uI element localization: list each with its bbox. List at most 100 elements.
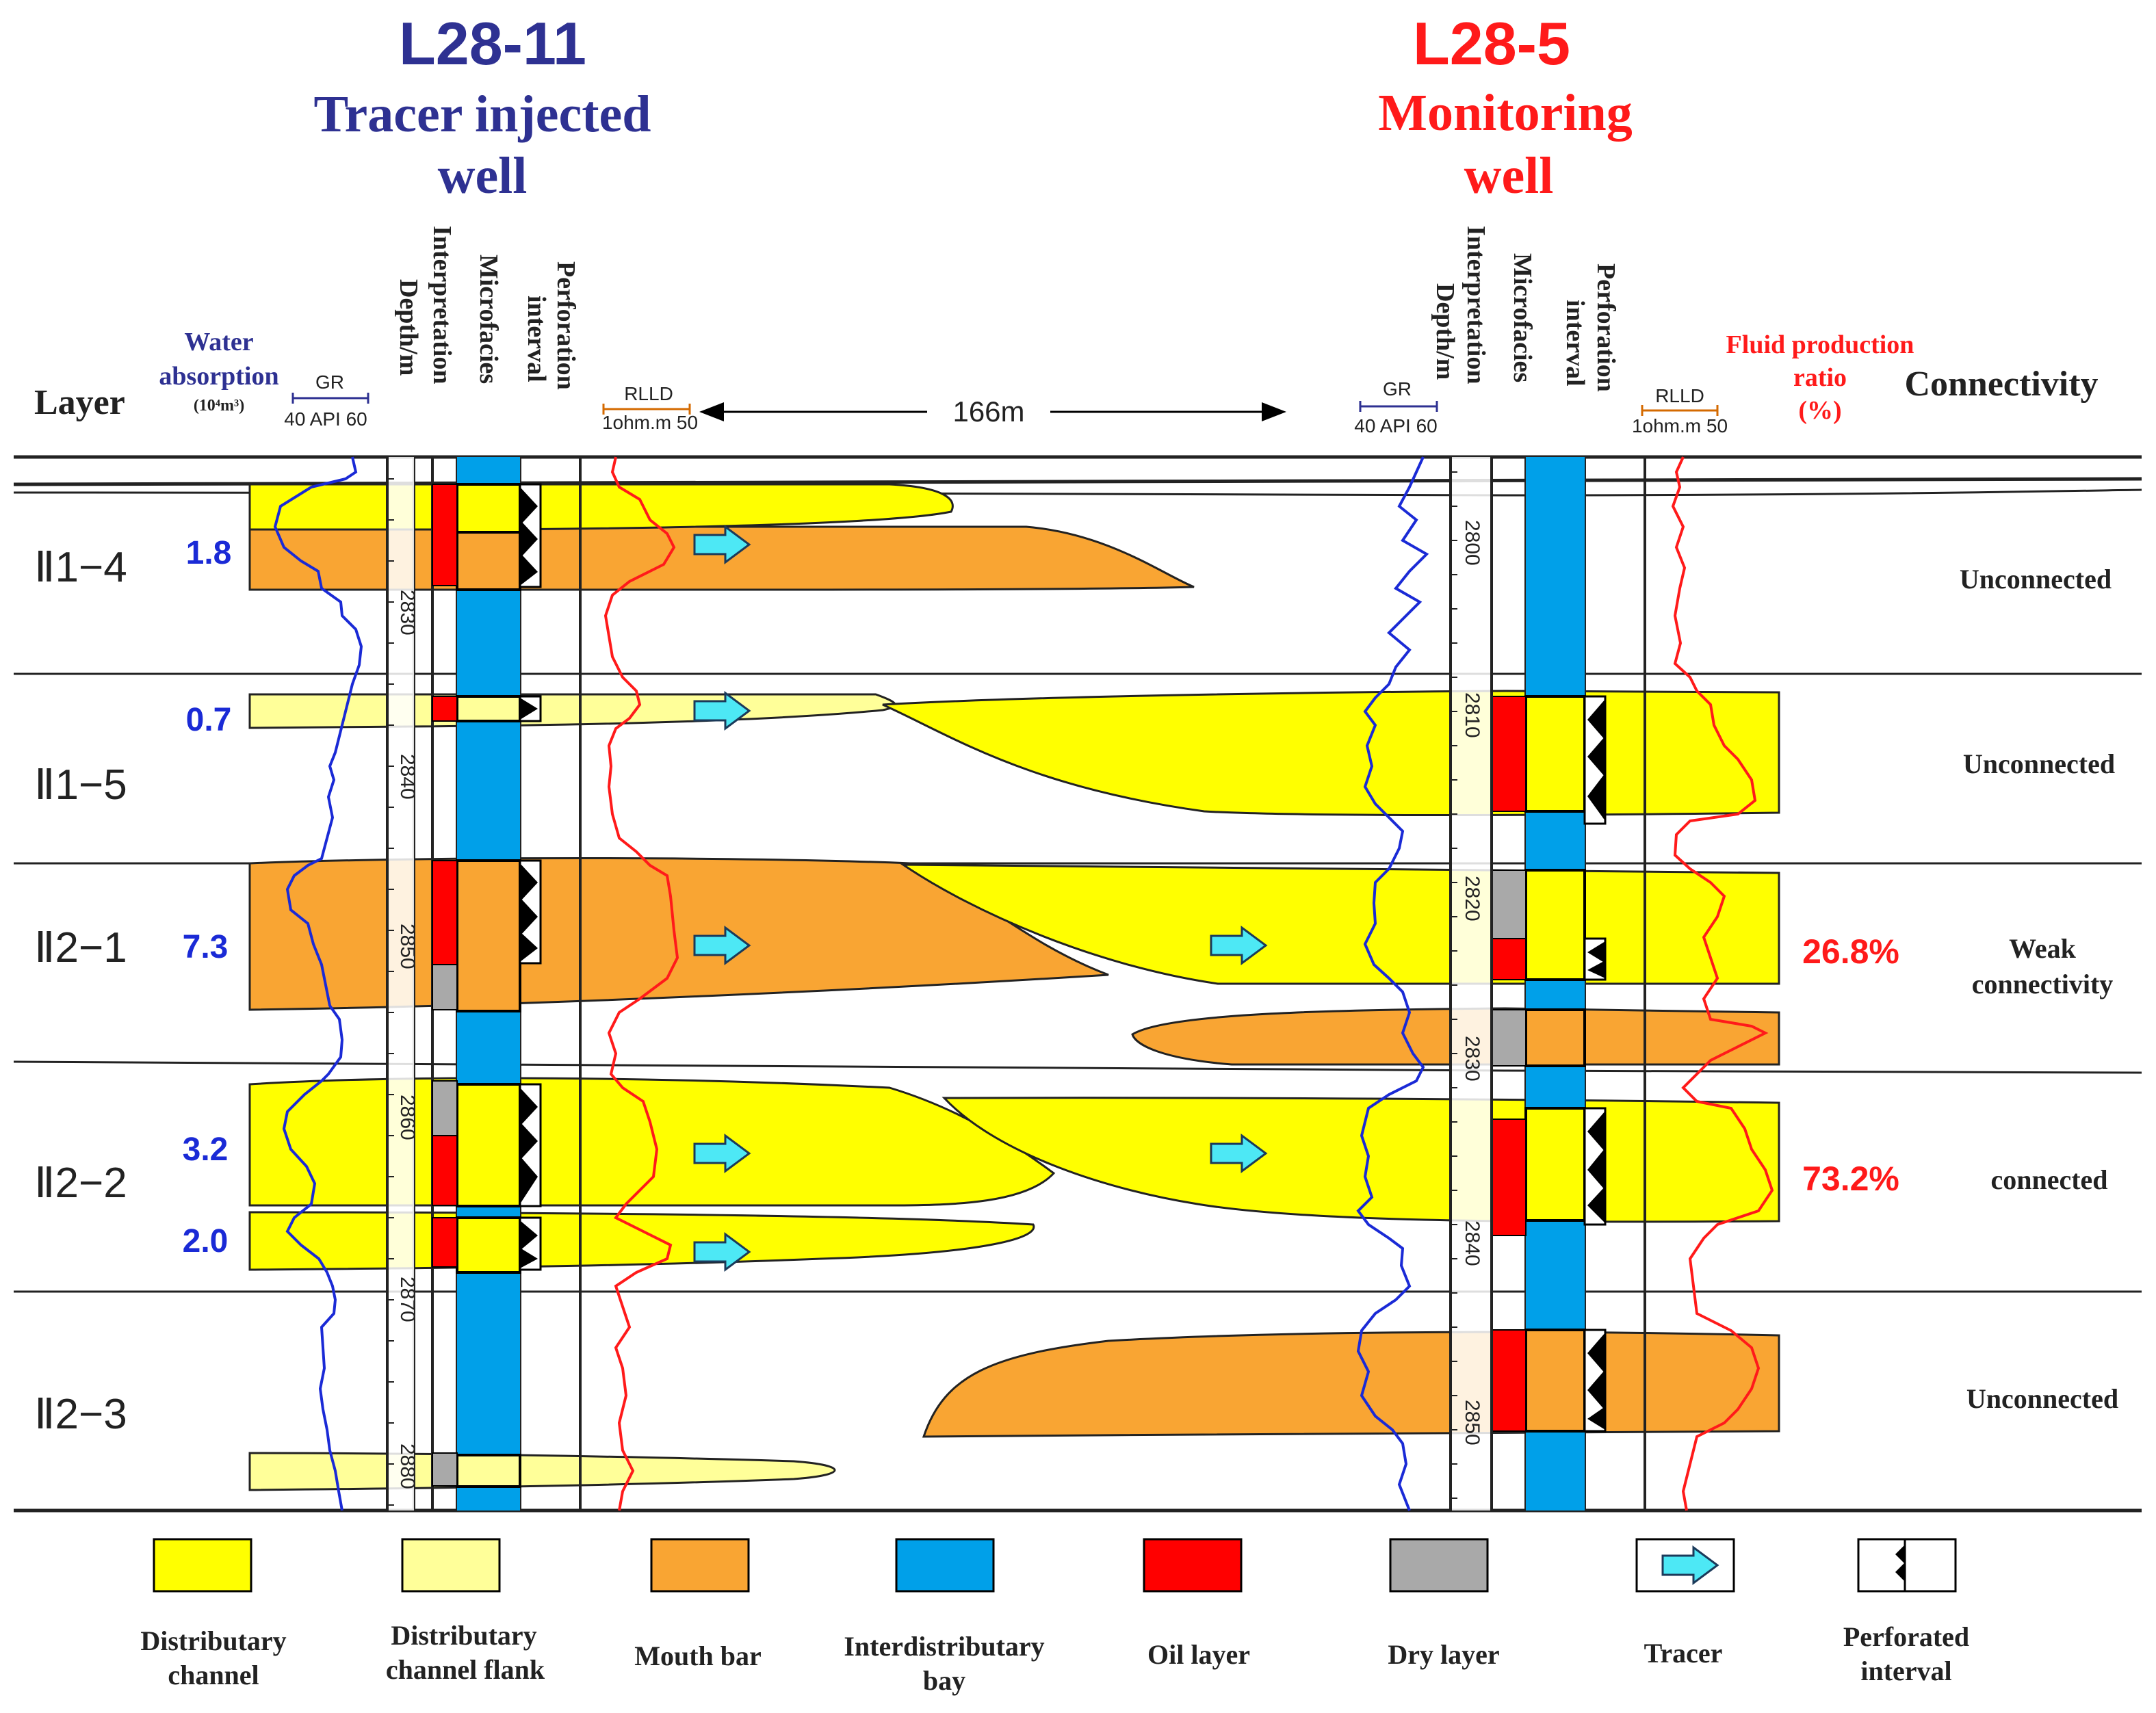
legend-swatch-distributary-channel [153,1538,252,1593]
fluid-ratio-3: 26.8% [1802,932,1899,971]
header-perforation-monitoring-1: Perforation [1592,263,1620,392]
legend-label-2a: Distributary [391,1620,536,1651]
depth-tick-monitoring-4: 2830 [1461,1036,1483,1082]
rlld-scale-injection: 1ohm.m 50 [602,412,698,433]
gr-label-injection: GR [315,371,344,393]
layer-name-3: Ⅱ2−1 [34,924,127,971]
header-microfacies-monitoring: Microfacies [1508,253,1537,382]
distance-label: 166m [952,395,1024,428]
water-value-1: 1.8 [186,535,232,571]
gr-curve-monitoring [1356,456,1429,1511]
injection-well-role-line2: well [438,147,528,205]
depth-tick-injection-4: 2860 [396,1095,419,1140]
legend-label-6: Dry layer [1388,1639,1499,1670]
legend-label-4a: Interdistributary [844,1631,1044,1662]
perforation-triangles-monitoring [1587,699,1605,1430]
legend-swatch-interdistributary-bay [895,1538,995,1593]
rlld-curve-monitoring [1671,456,1774,1511]
header-layer: Layer [34,383,125,422]
legend-label-2b: channel flank [386,1654,545,1685]
connectivity-3a: Weak [2009,933,2077,964]
header-perforation-injection-2: interval [522,296,551,382]
legend-label-5: Oil layer [1147,1639,1250,1670]
depth-ticks [387,471,1457,1506]
layer-name-1: Ⅱ1−4 [34,544,127,591]
depth-tick-monitoring-6: 2850 [1461,1400,1483,1446]
rlld-scale-monitoring: 1ohm.m 50 [1632,415,1728,436]
channel-II2-2-monitoring [941,1097,1780,1223]
header-interpretation-injection: Interpretation [428,226,456,384]
perforation-triangles-injection [520,487,538,1268]
legend-swatch-mouth-bar [650,1538,750,1593]
header-water-unit: (10⁴m³) [194,397,244,415]
connectivity-1: Unconnected [1960,564,2112,594]
layer-name-2: Ⅱ1−5 [34,761,127,809]
legend: Distributary channel Distributary channe… [140,1538,1969,1696]
legend-label-7: Tracer [1644,1638,1723,1669]
header-perforation-monitoring-2: interval [1561,300,1589,387]
header-fluid-line1: Fluid production [1726,330,1914,359]
arrow-icon [1661,1545,1719,1585]
legend-label-8b: interval [1860,1656,1951,1686]
legend-label-4b: bay [923,1665,965,1696]
channel-II1-4 [248,483,954,531]
header-water-line2: absorption [159,362,278,391]
header-depth-injection: Depth/m [394,279,423,376]
tracer-arrows [693,525,1268,1272]
header-microfacies-injection: Microfacies [474,254,503,384]
distance-arrow [699,402,1286,421]
channel-II2-2-lower [248,1211,1035,1271]
gr-scale-injection: 40 API 60 [284,408,367,430]
header-fluid-line2: ratio [1793,363,1847,392]
legend-swatch-channel-flank [401,1538,501,1593]
legend-label-8a: Perforated [1843,1621,1969,1652]
monitoring-well-role-line1: Monitoring [1378,84,1633,142]
depth-tick-monitoring-5: 2840 [1461,1220,1483,1266]
monitoring-well-role-line2: well [1464,147,1554,205]
injection-well-role-line1: Tracer injected [313,86,651,143]
connectivity-2: Unconnected [1963,748,2115,779]
water-value-4: 3.2 [183,1132,229,1168]
legend-swatch-oil-layer [1143,1538,1243,1593]
depth-tick-monitoring-3: 2820 [1461,876,1483,921]
legend-label-3: Mouth bar [634,1640,762,1671]
perforation-icon [1895,1545,1905,1582]
water-value-5: 2.0 [183,1223,229,1259]
depth-tick-injection-5: 2870 [396,1277,419,1322]
rlld-label-injection: RLLD [624,383,673,404]
water-value-2: 0.7 [186,702,232,738]
rlld-label-monitoring: RLLD [1655,385,1704,406]
depth-tick-injection-3: 2850 [396,924,419,969]
header-water-line1: Water [184,328,253,356]
header-perforation-injection-1: Perforation [551,261,580,390]
layer-name-5: Ⅱ2−3 [34,1391,127,1438]
fluid-ratio-4: 73.2% [1802,1160,1899,1198]
gr-label-monitoring: GR [1383,378,1412,400]
header-interpretation-monitoring: Interpretation [1462,226,1490,384]
header-depth-monitoring: Depth/m [1431,283,1459,380]
depth-tick-injection-1: 2830 [396,590,419,636]
channel-II2-2-injection [248,1077,1056,1207]
legend-swatch-perforated-interval [1857,1538,1957,1593]
header-connectivity: Connectivity [1904,365,2098,404]
depth-tick-injection-2: 2840 [396,754,419,800]
rlld-curve-injection [603,456,679,1511]
mouth-bar-II2-3 [922,1331,1780,1438]
depth-tick-monitoring-2: 2810 [1461,692,1483,738]
legend-swatch-dry-layer [1389,1538,1489,1593]
depth-tick-monitoring-1: 2800 [1461,520,1483,566]
monitoring-well-id: L28-5 [1413,10,1570,77]
monitoring-well-columns [1449,457,1646,1511]
connectivity-5: Unconnected [1966,1383,2118,1414]
layer-name-4: Ⅱ2−2 [34,1160,127,1207]
injection-well-id: L28-11 [399,10,586,77]
depth-tick-injection-6: 2880 [396,1443,419,1489]
connectivity-3b: connectivity [1972,969,2114,999]
water-value-3: 7.3 [183,929,229,965]
connectivity-4: connected [1990,1164,2107,1195]
legend-label-1b: channel [168,1660,259,1690]
header-fluid-line3: (%) [1798,396,1841,425]
gr-curve-injection [273,456,363,1511]
legend-label-1a: Distributary [140,1625,286,1656]
